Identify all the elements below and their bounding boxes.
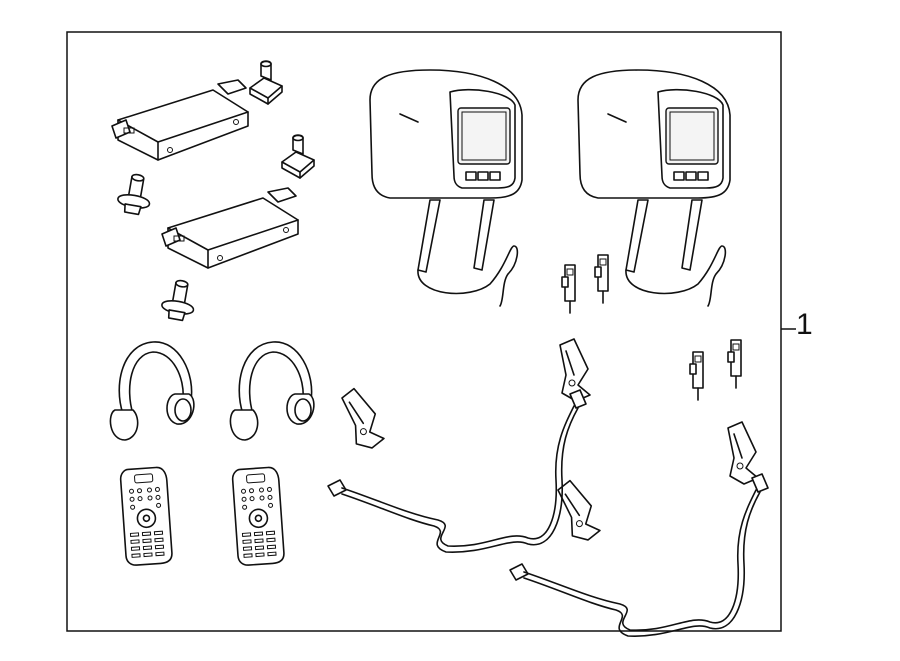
headrest-monitor-left [369, 69, 523, 307]
wireless-headphones-left [109, 341, 195, 441]
headrest-post-guide [727, 339, 742, 389]
wiring-bracket-upper-right [727, 421, 759, 485]
remote-control-right [231, 465, 286, 567]
mounting-bolt-upper [115, 171, 155, 217]
wiring-bracket-lower-right [555, 475, 603, 545]
mounting-bolt-lower [159, 277, 199, 323]
wireless-headphones-right [229, 341, 315, 441]
mounting-nut-upper [249, 60, 283, 105]
wiring-harness-right [509, 473, 769, 637]
dvd-player-module-upper [111, 79, 249, 161]
callout-number: 1 [796, 308, 813, 341]
headrest-post-guide [561, 264, 576, 314]
wiring-bracket-mid-left [339, 383, 387, 453]
dvd-player-module-lower [161, 187, 299, 269]
remote-control-left [119, 465, 174, 567]
headrest-post-guide [594, 254, 609, 304]
mounting-nut-lower [281, 134, 315, 179]
diagram-frame [66, 31, 782, 632]
headrest-post-guide [689, 351, 704, 401]
